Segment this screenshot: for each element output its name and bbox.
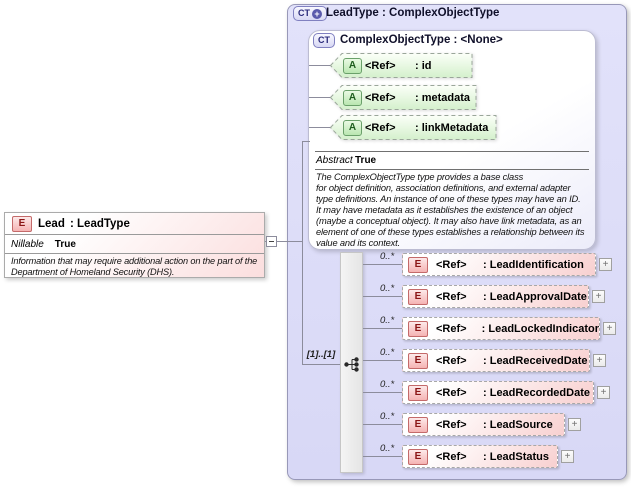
minus-icon <box>269 241 274 242</box>
occurs-label: 0..* <box>380 283 395 294</box>
expand-button[interactable]: + <box>603 322 616 335</box>
element-name: : LeadSource <box>483 418 553 431</box>
element-row-leadidentification[interactable]: E <Ref> : LeadIdentification + <box>402 253 612 276</box>
nillable-value: True <box>54 238 76 250</box>
container-title: LeadType : ComplexObjectType <box>326 7 500 19</box>
collapse-toggle[interactable] <box>266 236 277 247</box>
element-row-leadlockedindicator[interactable]: E <Ref> : LeadLockedIndicator + <box>402 317 616 340</box>
connector-line <box>309 65 331 66</box>
attribute-shape <box>330 85 477 110</box>
element-ref: <Ref> <box>436 258 467 271</box>
element-icon: E <box>408 416 428 433</box>
expand-button[interactable]: + <box>568 418 581 431</box>
connector-line <box>363 360 402 361</box>
attribute-ref: <Ref> <box>365 59 396 72</box>
lead-type: : LeadType <box>70 217 130 230</box>
element-ref: <Ref> <box>436 418 467 431</box>
connector-line <box>363 424 402 425</box>
lead-name: Lead <box>38 217 65 230</box>
occurs-label: 0..* <box>380 411 395 422</box>
attribute-shape <box>330 53 473 78</box>
attribute-row-linkmetadata[interactable]: A <Ref> : linkMetadata <box>330 115 497 140</box>
sequence-icon <box>344 357 359 372</box>
plus-badge-icon: + <box>312 8 322 19</box>
connector-line <box>363 456 402 457</box>
attribute-name: : id <box>415 59 432 72</box>
element-ref: <Ref> <box>436 450 467 463</box>
lead-element-box[interactable]: E Lead : LeadType Nillable True Informat… <box>4 212 265 278</box>
occurs-label: 0..* <box>380 251 395 262</box>
expand-button[interactable]: + <box>561 450 574 463</box>
connector-line <box>302 141 310 142</box>
nillable-label: Nillable <box>11 238 44 250</box>
connector-line <box>363 328 402 329</box>
element-name: : LeadStatus <box>483 450 550 463</box>
expand-button[interactable]: + <box>592 290 605 303</box>
occurs-label: 0..* <box>380 315 395 326</box>
connector-line <box>363 264 402 265</box>
occurs-label: 0..* <box>380 347 395 358</box>
divider <box>315 151 589 152</box>
complex-type-plus-icon: CT + <box>293 6 327 21</box>
element-ref: <Ref> <box>436 290 467 303</box>
attribute-name: : metadata <box>415 91 471 104</box>
expand-button[interactable]: + <box>597 386 610 399</box>
element-row-leadreceiveddate[interactable]: E <Ref> : LeadReceivedDate + <box>402 349 606 372</box>
element-icon: E <box>408 256 428 273</box>
attribute-ref: <Ref> <box>365 91 396 104</box>
attribute-icon: A <box>343 119 362 136</box>
element-row-leadrecordeddate[interactable]: E <Ref> : LeadRecordedDate + <box>402 381 610 404</box>
ct-glyph: CT <box>318 35 330 45</box>
attribute-shape <box>330 115 497 140</box>
element-name: : LeadReceivedDate <box>483 354 588 367</box>
base-type-description: The ComplexObjectType type provides a ba… <box>316 172 585 248</box>
connector-line <box>265 241 303 242</box>
element-icon: E <box>408 352 428 369</box>
element-name: : LeadRecordedDate <box>483 386 590 399</box>
attribute-icon: A <box>343 89 362 106</box>
element-ref: <Ref> <box>436 322 467 335</box>
lead-description: Information that may require additional … <box>11 256 258 277</box>
element-icon: E <box>408 320 428 337</box>
expand-button[interactable]: + <box>593 354 606 367</box>
element-row-leadstatus[interactable]: E <Ref> : LeadStatus + <box>402 445 574 468</box>
sequence-cardinality: [1]..[1] <box>306 349 336 360</box>
attribute-row-metadata[interactable]: A <Ref> : metadata <box>330 85 477 110</box>
ct-glyph: CT <box>298 8 310 18</box>
connector-line <box>309 127 331 128</box>
connector-line <box>302 141 303 365</box>
element-icon: E <box>408 288 428 305</box>
attribute-ref: <Ref> <box>365 121 396 134</box>
complex-type-icon: CT <box>313 33 335 48</box>
element-name: : LeadIdentification <box>483 258 584 271</box>
divider <box>315 169 589 170</box>
connector-line <box>363 392 402 393</box>
occurs-label: 0..* <box>380 379 395 390</box>
element-icon: E <box>12 215 32 232</box>
attribute-icon: A <box>343 57 362 74</box>
element-name: : LeadLockedIndicator <box>481 322 599 335</box>
element-name: : LeadApprovalDate <box>483 290 587 303</box>
base-type-title: ComplexObjectType : <None> <box>340 34 503 46</box>
connector-line <box>302 364 340 365</box>
attribute-name: : linkMetadata <box>415 121 489 134</box>
element-icon: E <box>408 448 428 465</box>
element-row-leadsource[interactable]: E <Ref> : LeadSource + <box>402 413 581 436</box>
element-icon: E <box>408 384 428 401</box>
expand-button[interactable]: + <box>599 258 612 271</box>
abstract-value: True <box>355 155 377 166</box>
attribute-row-id[interactable]: A <Ref> : id <box>330 53 473 78</box>
occurs-label: 0..* <box>380 443 395 454</box>
element-row-leadapprovaldate[interactable]: E <Ref> : LeadApprovalDate + <box>402 285 605 308</box>
connector-line <box>309 97 331 98</box>
abstract-label: Abstract <box>316 155 353 166</box>
element-ref: <Ref> <box>436 386 467 399</box>
connector-line <box>363 296 402 297</box>
element-ref: <Ref> <box>436 354 467 367</box>
